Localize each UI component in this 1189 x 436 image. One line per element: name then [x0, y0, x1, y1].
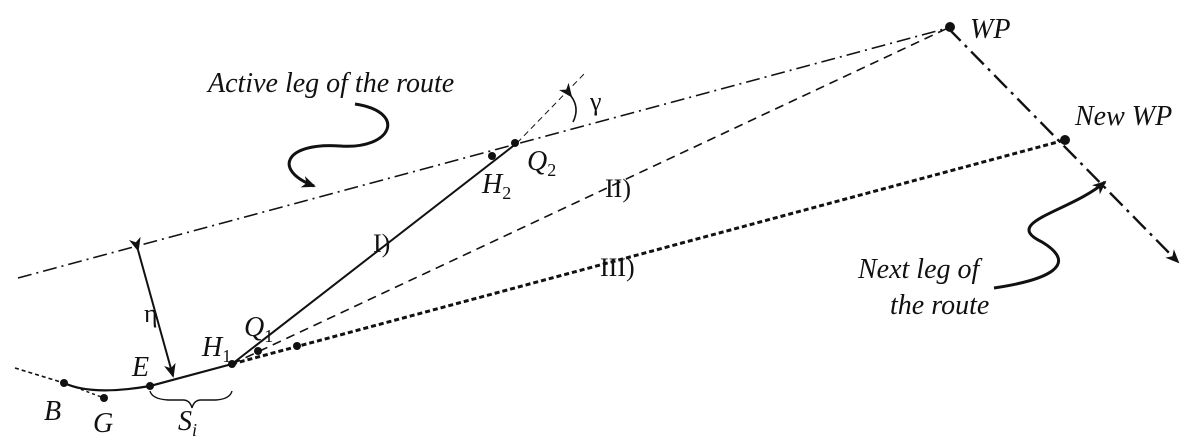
point-iii-tangent — [293, 342, 301, 350]
eta-arrow — [129, 236, 176, 378]
next-leg-label-line1: Next leg of — [857, 254, 983, 285]
new-wp-label: New WP — [1074, 101, 1172, 132]
g-label: G — [93, 408, 113, 436]
path-i-extension — [516, 72, 586, 144]
point-e — [146, 382, 154, 390]
active-leg-line — [17, 27, 949, 279]
point-h1 — [228, 360, 236, 368]
next-leg-pointer — [993, 180, 1107, 290]
point-h2 — [488, 152, 496, 160]
path-iii-label: III) — [600, 253, 635, 282]
point-g — [100, 394, 108, 402]
approach-dashed-g — [63, 382, 105, 399]
point-b — [60, 379, 68, 387]
h1-label: H1 — [201, 332, 231, 366]
point-wp — [945, 22, 955, 32]
b-label: B — [44, 396, 61, 427]
approach-dashed — [14, 367, 65, 384]
point-q2 — [511, 139, 519, 147]
next-leg-line — [947, 27, 1180, 264]
point-new-wp — [1060, 135, 1070, 145]
q1-label: Q1 — [244, 312, 273, 346]
gamma-label: γ — [589, 87, 602, 116]
eta-label: η — [144, 299, 158, 328]
path-ii-line — [231, 27, 949, 365]
next-leg-label-line2: the route — [890, 290, 989, 321]
active-leg-label: Active leg of the route — [206, 68, 454, 99]
point-q1 — [254, 347, 262, 355]
e-label: E — [131, 352, 149, 383]
si-label: Si — [178, 406, 197, 436]
path-ii-label: II) — [605, 174, 631, 203]
wp-label: WP — [970, 14, 1010, 45]
h2-label: H2 — [481, 169, 511, 203]
path-i-line — [231, 142, 518, 365]
q2-label: Q2 — [527, 146, 556, 180]
path-i-label: I) — [373, 229, 390, 258]
path-iii-line — [231, 138, 1066, 366]
gamma-arc — [559, 82, 577, 123]
si-brace — [149, 390, 233, 409]
active-leg-pointer — [287, 102, 390, 188]
